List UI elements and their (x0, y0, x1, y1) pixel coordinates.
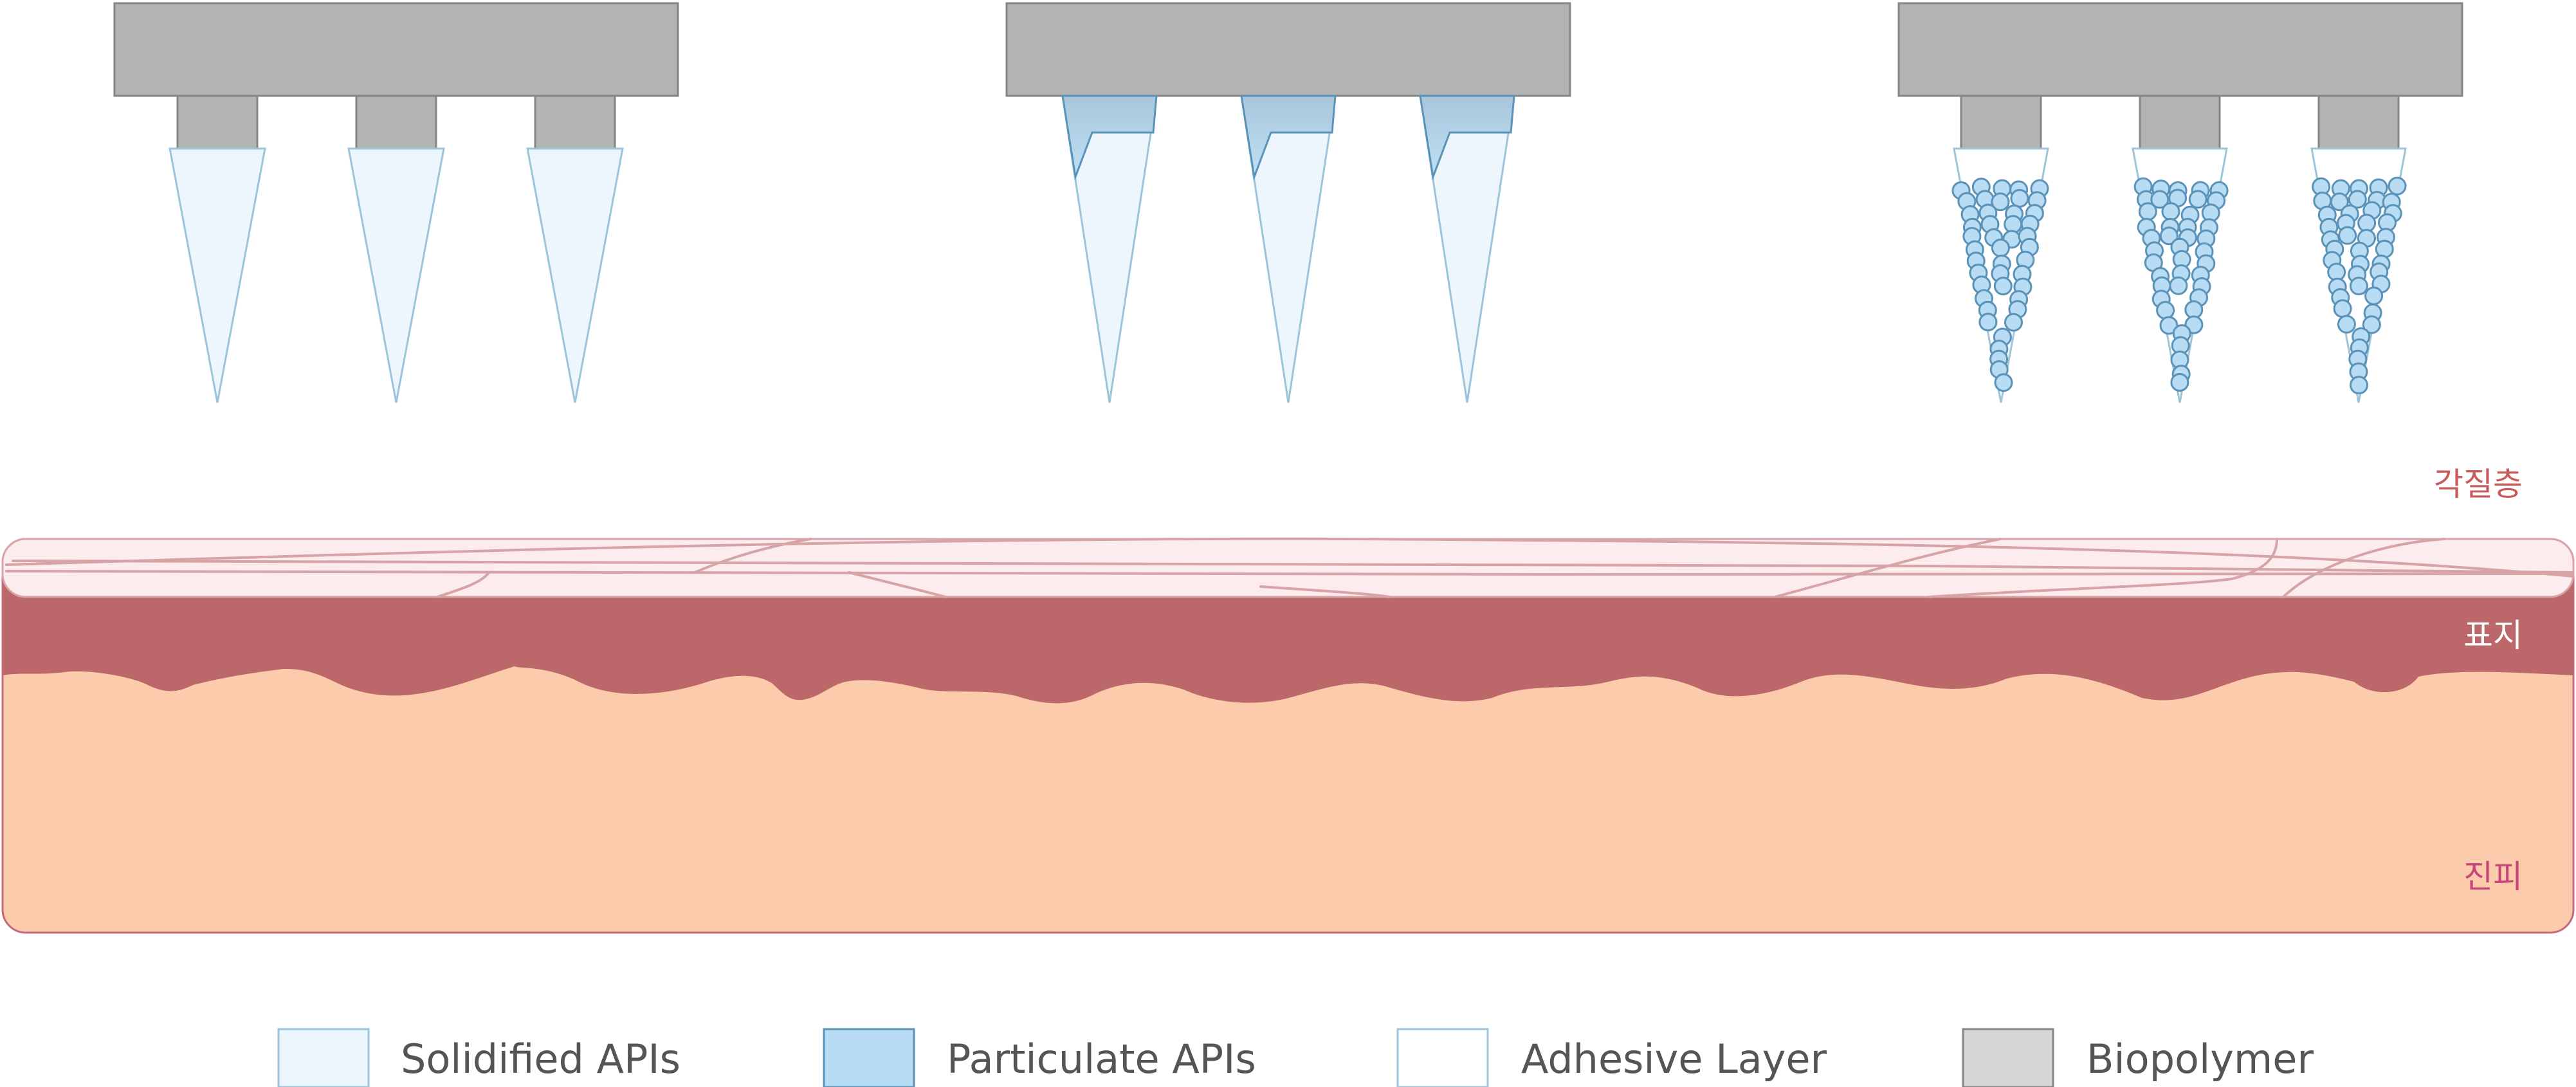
api-particle (2333, 299, 2352, 318)
api-particle (2338, 226, 2357, 245)
legend-label: Solidified APIs (401, 1036, 681, 1082)
api-particle (2159, 316, 2179, 335)
solid-needle (169, 147, 266, 403)
epidermis-label: 표지 (2463, 617, 2523, 654)
needle-stem (176, 95, 259, 150)
solid-microneedle-patch (113, 2, 679, 403)
api-particle (2161, 202, 2180, 221)
legend-item-solidified-apis: Solidified APIs (277, 1028, 681, 1087)
api-particle (2150, 190, 2170, 209)
legend-label: Particulate APIs (947, 1036, 1256, 1082)
api-particle (1994, 373, 2013, 392)
api-particle (2170, 373, 2189, 392)
needle-stem (1960, 95, 2042, 150)
patch-base (1005, 2, 1571, 97)
legend-item-biopolymer: Biopolymer (1962, 1028, 2314, 1087)
api-particle (2388, 176, 2407, 196)
legend-item-particulate-apis: Particulate APIs (823, 1028, 1256, 1087)
api-particle (2362, 315, 2381, 334)
coated-needle (1419, 95, 1515, 403)
needle-stem (2317, 95, 2400, 150)
particle-clusters (1951, 176, 2407, 395)
stratum-corneum-label: 각질층 (2434, 466, 2523, 503)
legend-item-adhesive-layer: Adhesive Layer (1396, 1028, 1827, 1087)
api-particle (2350, 376, 2368, 395)
legend-swatch (277, 1028, 370, 1087)
legend: Solidified APIs Particulate APIs Adhesiv… (277, 1028, 2314, 1087)
legend-label: Biopolymer (2087, 1036, 2314, 1082)
coated-needle (1240, 95, 1337, 403)
needle-stem (355, 95, 437, 150)
solid-needle (347, 147, 445, 403)
patch-base (1897, 2, 2463, 97)
api-particle (2337, 315, 2356, 334)
api-particle (2330, 192, 2349, 212)
patch-base (113, 2, 679, 97)
api-particle (1991, 192, 2010, 212)
legend-swatch (823, 1028, 915, 1087)
particle-microneedle-patch (1897, 2, 2463, 403)
api-particle (2004, 313, 2023, 332)
api-particle (2188, 190, 2207, 209)
api-particle (2010, 188, 2029, 208)
coated-microneedle-patch (1005, 2, 1571, 403)
api-particle (1978, 313, 1998, 332)
solid-needle (526, 147, 624, 403)
api-particle (1991, 239, 2010, 257)
dermis-label: 진피 (2463, 858, 2523, 895)
needle-stem (534, 95, 616, 150)
api-particle (2169, 276, 2188, 295)
coated-needle (1061, 95, 1158, 403)
api-particle (2159, 226, 2179, 246)
api-particle (2138, 202, 2157, 221)
legend-label: Adhesive Layer (1521, 1036, 1827, 1082)
skin-cross-section: 각질층 표지 진피 (1, 466, 2575, 934)
api-particle (2375, 239, 2394, 259)
legend-swatch (1962, 1028, 2054, 1087)
api-particle (2348, 190, 2367, 209)
api-particle (2364, 286, 2384, 306)
needle-stem (2139, 95, 2221, 150)
api-particle (2156, 300, 2175, 320)
legend-swatch (1396, 1028, 1489, 1087)
api-particle (2349, 277, 2368, 296)
stratum-corneum-fibers (5, 537, 2574, 598)
api-particle (1993, 277, 2013, 296)
